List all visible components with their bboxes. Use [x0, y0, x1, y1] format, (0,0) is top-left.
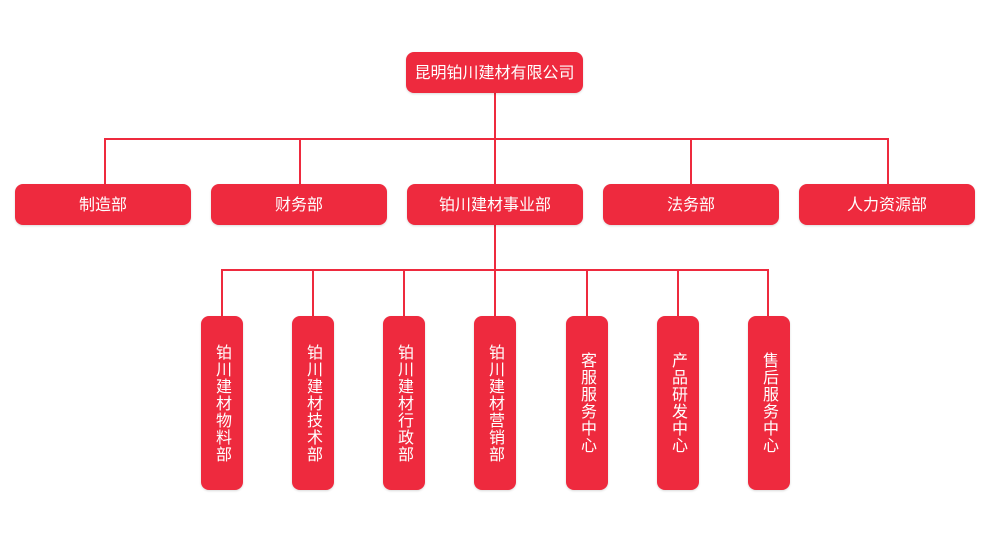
- connector-root-down: [494, 93, 496, 139]
- org-node-label: 铂川建材事业部: [438, 194, 551, 214]
- org-node-sub-customer-service: 客服服务中心: [566, 316, 608, 490]
- connector-level1-horizontal: [104, 138, 889, 140]
- connector-dept-1: [299, 138, 301, 184]
- org-node-root: 昆明铂川建材有限公司: [406, 52, 583, 93]
- connector-dept-4: [887, 138, 889, 184]
- connector-division-down: [494, 225, 496, 270]
- org-node-label: 客服服务中心: [578, 352, 597, 454]
- org-node-sub-administration: 铂川建材行政部: [383, 316, 425, 490]
- org-node-label: 法务部: [666, 194, 715, 214]
- org-node-label: 铂川建材行政部: [395, 343, 414, 463]
- org-node-label: 铂川建材物料部: [213, 343, 232, 463]
- connector-sub-4: [586, 269, 588, 316]
- org-node-sub-marketing: 铂川建材营销部: [474, 316, 516, 490]
- org-node-sub-materials: 铂川建材物料部: [201, 316, 243, 490]
- connector-sub-0: [221, 269, 223, 316]
- connector-sub-2: [403, 269, 405, 316]
- org-node-sub-technology: 铂川建材技术部: [292, 316, 334, 490]
- connector-sub-3: [494, 269, 496, 316]
- connector-sub-5: [677, 269, 679, 316]
- org-node-label: 财务部: [274, 194, 323, 214]
- connector-dept-0: [104, 138, 106, 184]
- connector-sub-1: [312, 269, 314, 316]
- org-node-label: 人力资源部: [846, 194, 927, 214]
- org-node-dept-legal: 法务部: [603, 184, 779, 225]
- org-node-sub-after-sales: 售后服务中心: [748, 316, 790, 490]
- org-node-dept-finance: 财务部: [211, 184, 387, 225]
- org-node-dept-manufacturing: 制造部: [15, 184, 191, 225]
- connector-sub-6: [767, 269, 769, 316]
- org-node-label: 制造部: [78, 194, 127, 214]
- org-node-label: 铂川建材营销部: [486, 343, 505, 463]
- org-node-label: 产品研发中心: [669, 352, 688, 454]
- org-node-label: 铂川建材技术部: [304, 343, 323, 463]
- connector-dept-2: [494, 138, 496, 184]
- org-node-label: 售后服务中心: [760, 352, 779, 454]
- org-node-sub-rnd: 产品研发中心: [657, 316, 699, 490]
- org-node-dept-hr: 人力资源部: [799, 184, 975, 225]
- org-node-root-label: 昆明铂川建材有限公司: [414, 62, 575, 82]
- connector-dept-3: [690, 138, 692, 184]
- org-node-dept-building-materials: 铂川建材事业部: [407, 184, 583, 225]
